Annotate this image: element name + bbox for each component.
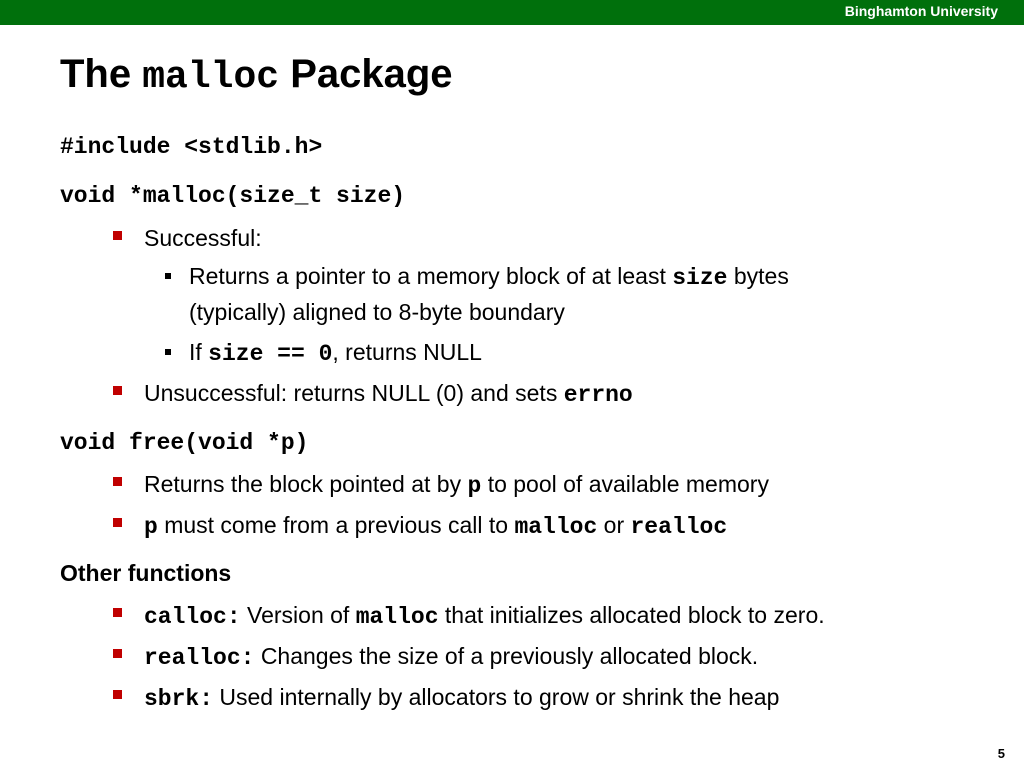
include-line: #include <stdlib.h> <box>60 134 323 160</box>
slide-title: The malloc Package <box>60 52 453 99</box>
title-code: malloc <box>142 56 280 99</box>
unsuccessful-text: Unsuccessful: returns NULL (0) and sets <box>144 380 558 406</box>
bullet-square <box>113 518 122 527</box>
calloc-code: calloc: <box>144 604 241 630</box>
realloc-code: realloc: <box>144 645 255 671</box>
sub-bullet-square <box>165 349 171 355</box>
malloc-if-line: If size == 0, returns NULL <box>189 335 482 372</box>
free-signature: void free(void *p) <box>60 430 309 456</box>
p-mid: must come from a previous call to <box>164 512 509 538</box>
malloc-successful: Successful: <box>144 225 262 251</box>
title-post: Package <box>290 52 453 96</box>
bullet-square <box>113 386 122 395</box>
malloc-signature: void *malloc(size_t size) <box>60 183 406 209</box>
bullet-square <box>113 231 122 240</box>
p-malloc: malloc <box>514 514 598 540</box>
malloc-unsuccessful: Unsuccessful: returns NULL (0) and sets … <box>144 376 633 413</box>
header-bar: Binghamton University <box>0 0 1024 25</box>
calloc-post: that initializes allocated block to zero… <box>444 602 825 628</box>
bullet-square <box>113 690 122 699</box>
bullet-square <box>113 608 122 617</box>
calloc-malloc: malloc <box>355 604 439 630</box>
university-name: Binghamton University <box>844 3 998 19</box>
free-returns-post: to pool of available memory <box>487 471 769 497</box>
if-code: size == 0 <box>208 341 333 367</box>
sbrk-item: sbrk: Used internally by allocators to g… <box>144 680 779 717</box>
sub-bullet-square <box>165 273 171 279</box>
free-returns-code: p <box>467 473 482 499</box>
returns-code: size <box>672 265 728 291</box>
page-number: 5 <box>997 746 1005 761</box>
other-functions-heading: Other functions <box>60 560 232 586</box>
p-realloc: realloc <box>630 514 728 540</box>
realloc-item: realloc: Changes the size of a previousl… <box>144 639 758 676</box>
if-post: , returns NULL <box>332 339 482 365</box>
sbrk-text: Used internally by allocators to grow or… <box>219 684 780 710</box>
bullet-square <box>113 477 122 486</box>
returns-text: Returns a pointer to a memory block of a… <box>189 263 666 289</box>
unsuccessful-code: errno <box>563 382 633 408</box>
free-returns: Returns the block pointed at by p to poo… <box>144 467 769 504</box>
realloc-text: Changes the size of a previously allocat… <box>260 643 759 669</box>
malloc-returns-line1: Returns a pointer to a memory block of a… <box>189 259 789 296</box>
malloc-returns-line2: (typically) aligned to 8-byte boundary <box>189 299 565 325</box>
calloc-item: calloc: Version of malloc that initializ… <box>144 598 825 635</box>
free-p-origin: p must come from a previous call to mall… <box>144 508 727 545</box>
bullet-square <box>113 649 122 658</box>
if-pre: If <box>189 339 202 365</box>
title-pre: The <box>60 52 132 96</box>
calloc-pre: Version of <box>247 602 350 628</box>
free-returns-pre: Returns the block pointed at by <box>144 471 462 497</box>
sbrk-code: sbrk: <box>144 686 214 712</box>
returns-bytes: bytes <box>733 263 789 289</box>
p-or: or <box>603 512 625 538</box>
p-code: p <box>144 514 158 540</box>
